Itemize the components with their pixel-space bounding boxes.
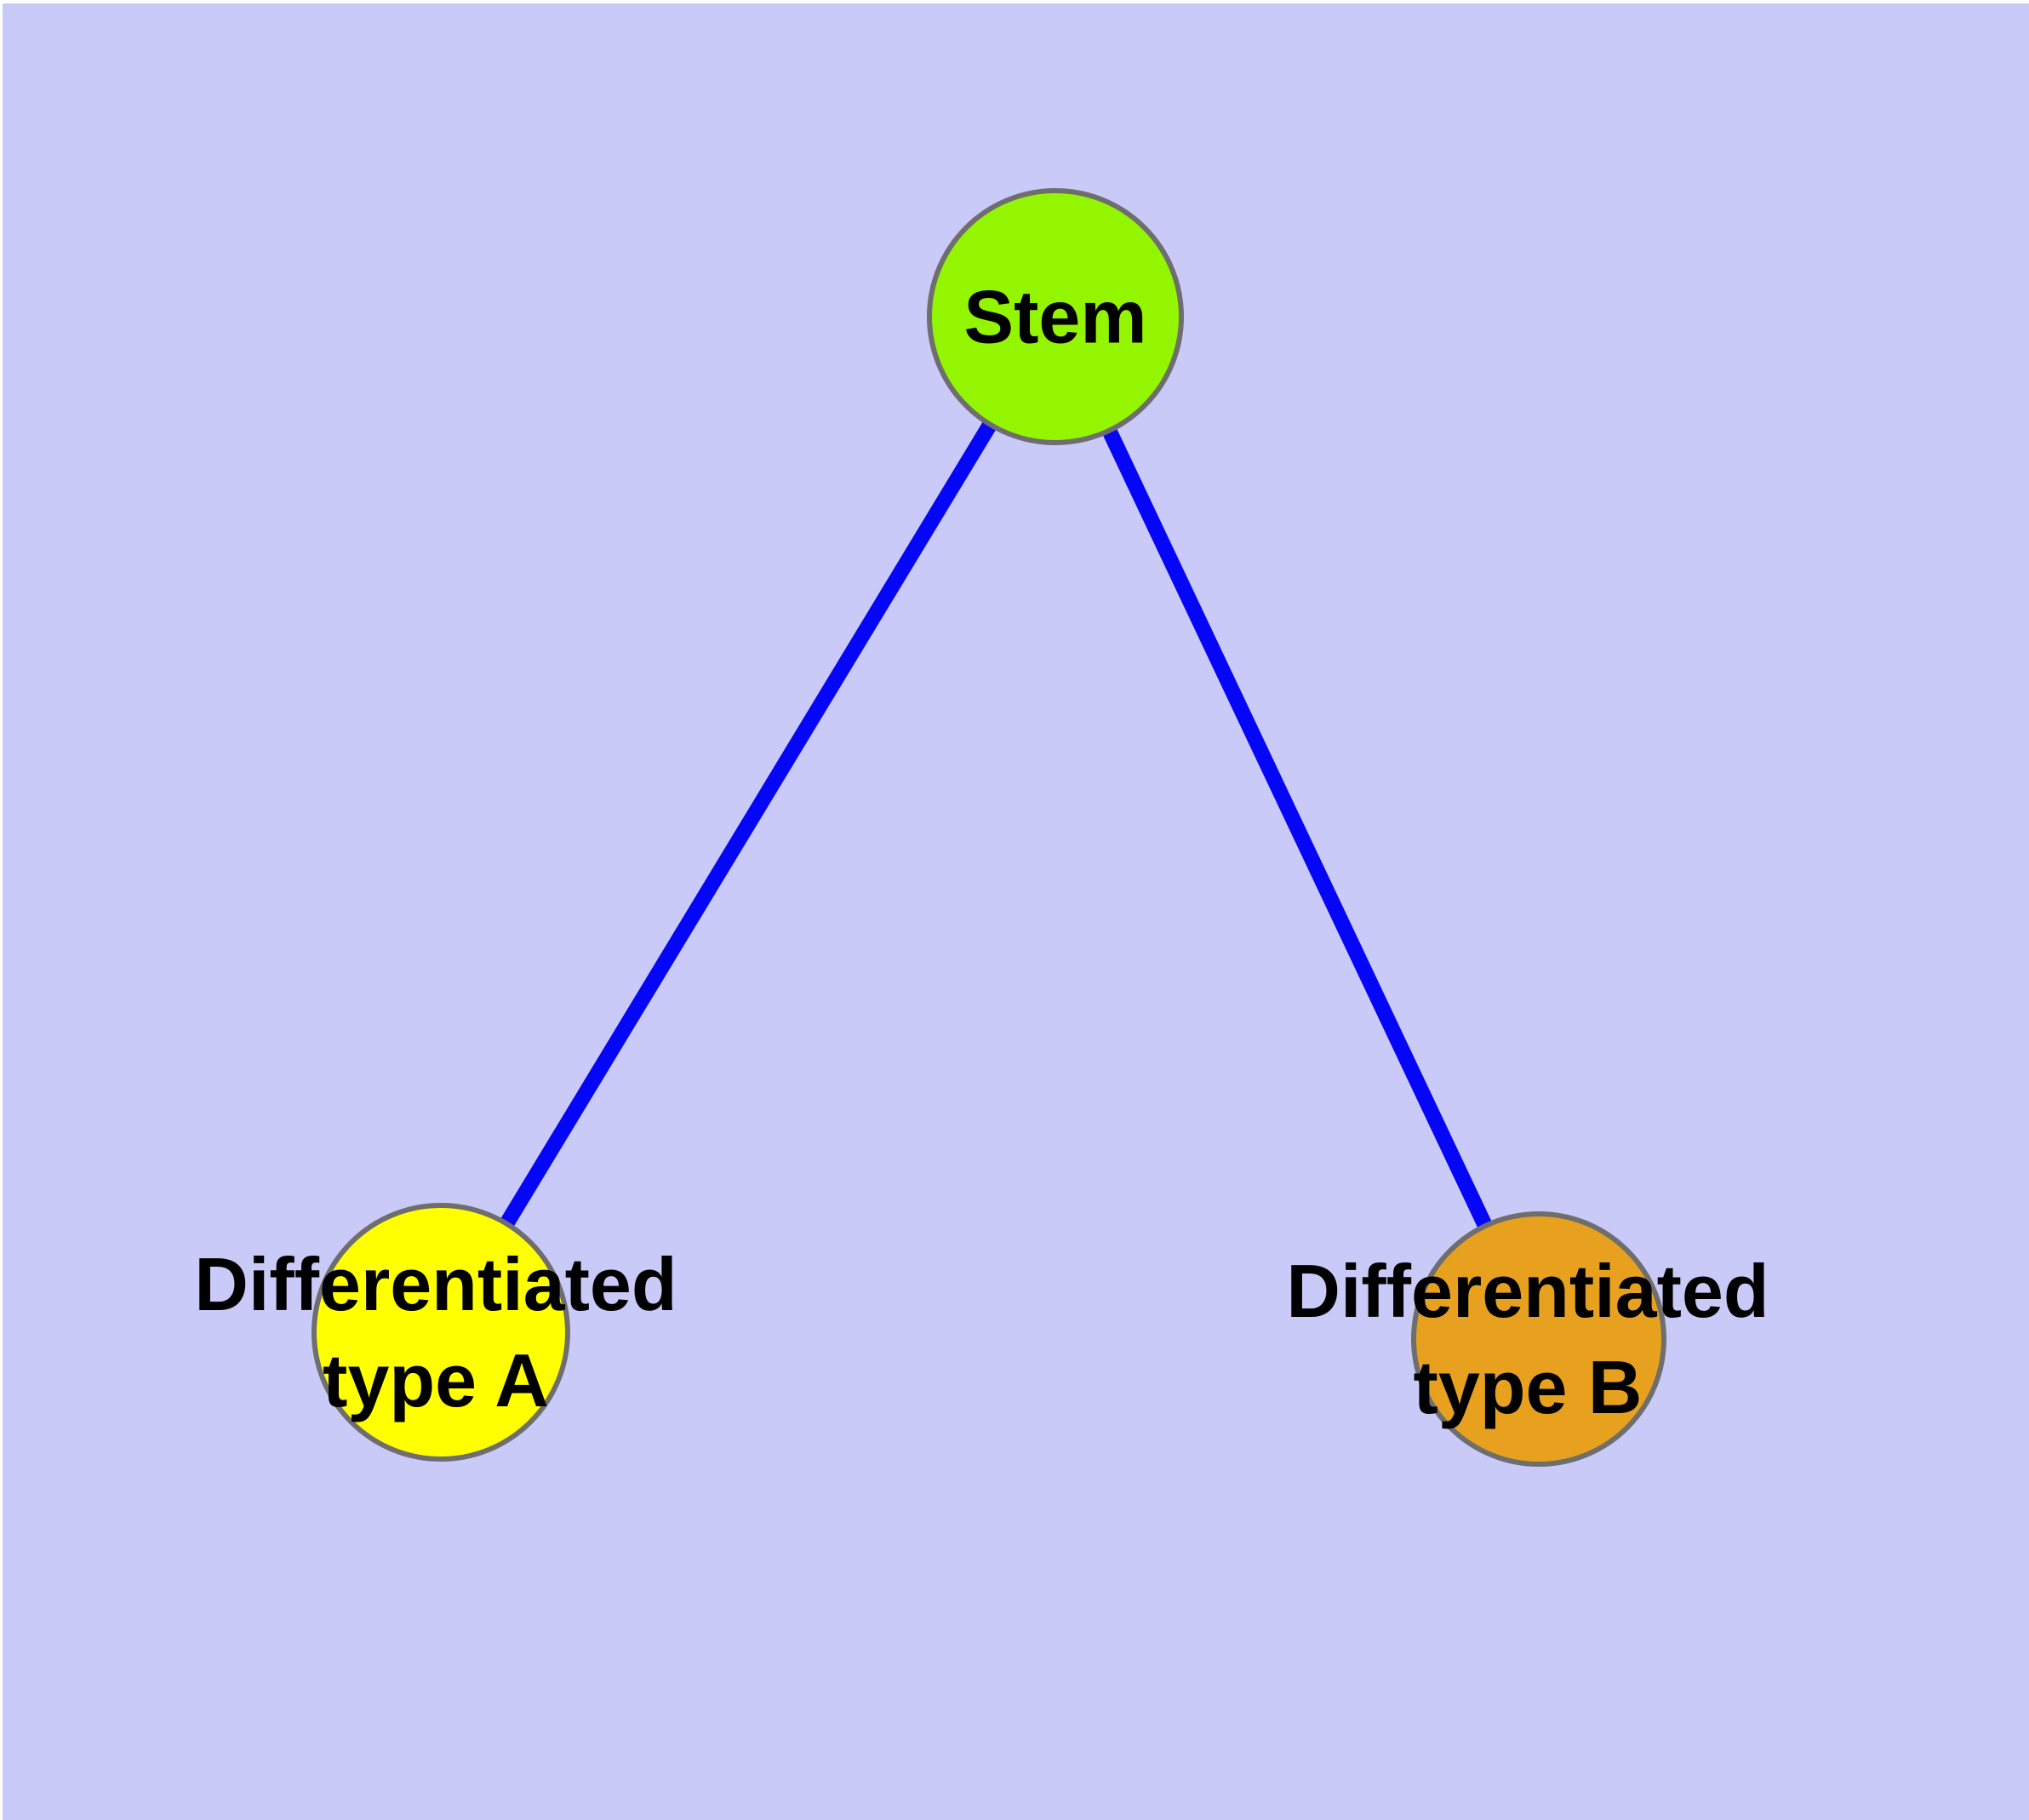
edge-stem-to-type-a-line — [434, 312, 1062, 1336]
node-differentiated-type-b-circle — [1411, 1211, 1666, 1467]
node-differentiated-type-a-circle — [311, 1203, 570, 1462]
node-type-b-label-line2: type B — [1413, 1345, 1643, 1429]
node-differentiated-type-a-label: Differentiated type A — [194, 1236, 677, 1428]
node-type-a-label-line2: type A — [323, 1338, 549, 1422]
node-type-b-label-line1: Differentiated — [1286, 1249, 1769, 1333]
node-stem-label: Stem — [963, 269, 1146, 365]
edge-stem-to-type-b-line — [1048, 313, 1546, 1342]
node-type-a-label-line1: Differentiated — [194, 1242, 677, 1326]
node-differentiated-type-b-label: Differentiated type B — [1286, 1243, 1769, 1435]
node-stem-circle — [927, 188, 1184, 445]
node-stem-label-text: Stem — [963, 274, 1147, 359]
